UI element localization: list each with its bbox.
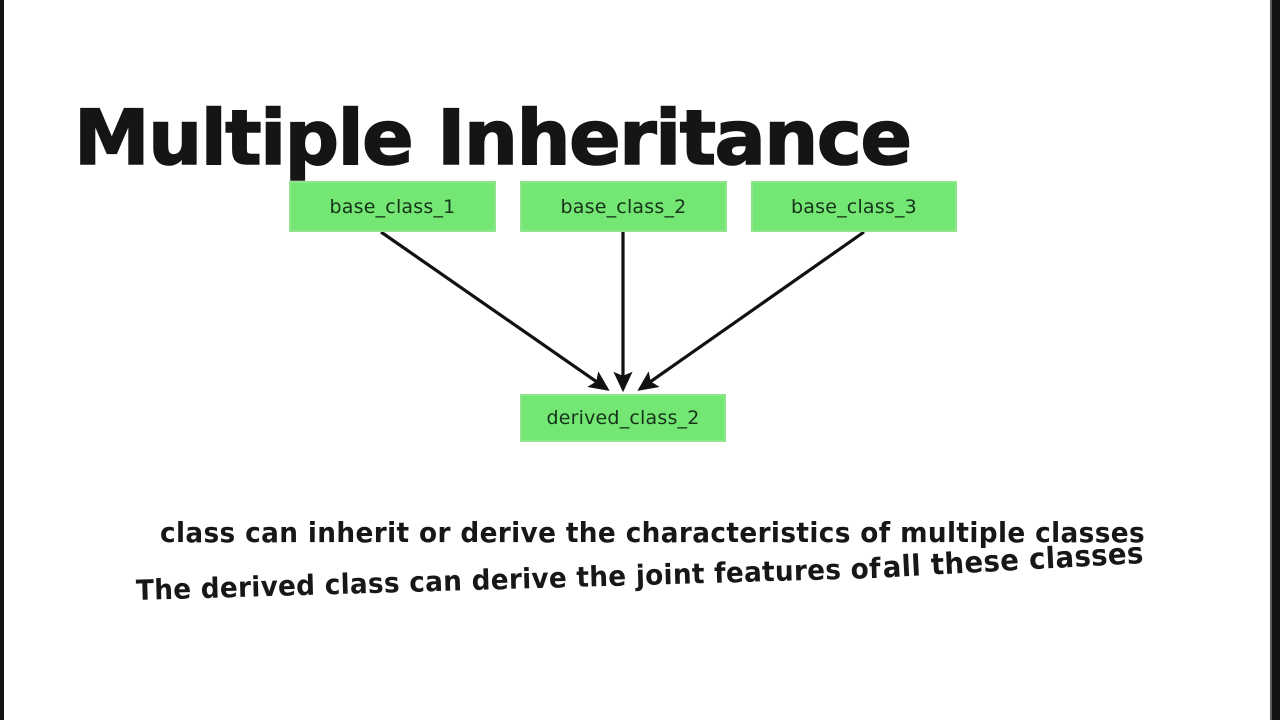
node-derived-class-2[interactable]: derived_class_2 [520,394,726,442]
page-title: Multiple Inheritance [73,92,913,182]
node-base-class-1[interactable]: base_class_1 [289,181,496,232]
edge-base1-to-derived [380,230,610,391]
right-letterbox-inner-strip [1270,0,1272,720]
node-base-class-2[interactable]: base_class_2 [520,181,727,232]
node-base-class-1-label: base_class_1 [329,195,456,218]
edge-base3-to-derived [637,230,865,391]
node-base-class-3[interactable]: base_class_3 [751,181,957,232]
caption-line-1: class can inherit or derive the characte… [160,516,1146,549]
right-letterbox-strip [1272,0,1280,720]
node-derived-class-2-label: derived_class_2 [546,407,700,429]
node-base-class-2-label: base_class_2 [560,195,687,218]
left-letterbox-strip [0,0,4,720]
node-base-class-3-label: base_class_3 [791,195,917,218]
